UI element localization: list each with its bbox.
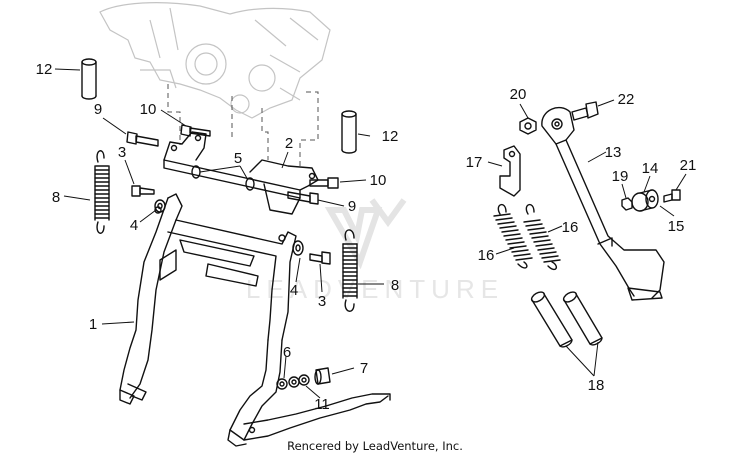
callout-9-upper: 9	[94, 101, 102, 118]
callout-17: 17	[466, 154, 483, 171]
side-stand-13	[541, 107, 665, 301]
callout-2: 2	[285, 135, 293, 152]
callout-9-right: 9	[348, 198, 356, 215]
callout-6: 6	[283, 344, 291, 361]
callout-5: 5	[234, 150, 242, 167]
render-credit: Rencered by LeadVenture, Inc.	[287, 439, 463, 453]
bolt-9-upper	[126, 131, 159, 147]
spring-8-right	[342, 229, 358, 312]
nut-19	[621, 197, 633, 211]
mounting-bracket-2	[163, 131, 319, 215]
bolt-3-left	[131, 185, 155, 197]
callout-19: 19	[612, 168, 629, 185]
callout-15: 15	[668, 218, 685, 235]
spring-8-left	[94, 150, 110, 234]
assembly-guide-lines	[167, 84, 319, 168]
bushing-12-right	[341, 110, 357, 154]
spring-cover-18	[530, 291, 603, 348]
leadventure-watermark: LEADVENTURE	[246, 198, 504, 304]
callout-4-left: 4	[130, 217, 138, 234]
bushing-12-left	[81, 58, 97, 100]
pivot-bolt-22	[571, 101, 599, 121]
callout-18: 18	[588, 377, 605, 394]
callout-8-right: 8	[391, 277, 399, 294]
callout-20: 20	[510, 86, 527, 103]
callout-8-left: 8	[52, 189, 60, 206]
callout-3-left: 3	[118, 144, 126, 161]
washer-11	[288, 374, 310, 388]
callout-13: 13	[605, 144, 622, 161]
callout-3-right: 3	[318, 293, 326, 310]
center-stand-1	[119, 193, 391, 447]
rubber-pad-14	[631, 189, 659, 212]
callout-7: 7	[360, 360, 368, 377]
bolt-10-upper	[180, 124, 211, 137]
rubber-bumper-7	[314, 367, 331, 385]
spring-16-left	[493, 204, 533, 269]
callout-1: 1	[89, 316, 97, 333]
callout-10-right: 10	[370, 172, 387, 189]
callout-11: 11	[314, 396, 330, 413]
svg-text:LEADVENTURE: LEADVENTURE	[246, 274, 504, 304]
callout-16-right: 16	[562, 219, 579, 236]
callout-12-right: 12	[382, 128, 399, 145]
washer-4-right	[292, 240, 304, 256]
callout-4-right: 4	[290, 282, 298, 299]
callout-14: 14	[642, 160, 659, 177]
engine-frame-background	[99, 2, 331, 119]
callout-16-left: 16	[478, 247, 495, 264]
callout-12-left: 12	[36, 61, 53, 78]
screw-21	[663, 189, 681, 203]
bolt-3-right	[309, 251, 331, 265]
bolt-9-right	[287, 191, 319, 205]
washer-6	[276, 378, 288, 390]
callout-10-upper: 10	[140, 101, 157, 118]
spring-bracket-17	[499, 145, 521, 197]
nut-20	[519, 117, 537, 135]
spring-16-right	[523, 204, 561, 271]
bolt-10-right	[309, 177, 339, 189]
leader-lines	[54, 68, 687, 399]
callout-21: 21	[680, 157, 697, 174]
callout-labels: 12 9 10 3 8 4 5 2 10 9 12 20 22 17 13 14…	[36, 61, 697, 413]
callout-22: 22	[618, 91, 635, 108]
